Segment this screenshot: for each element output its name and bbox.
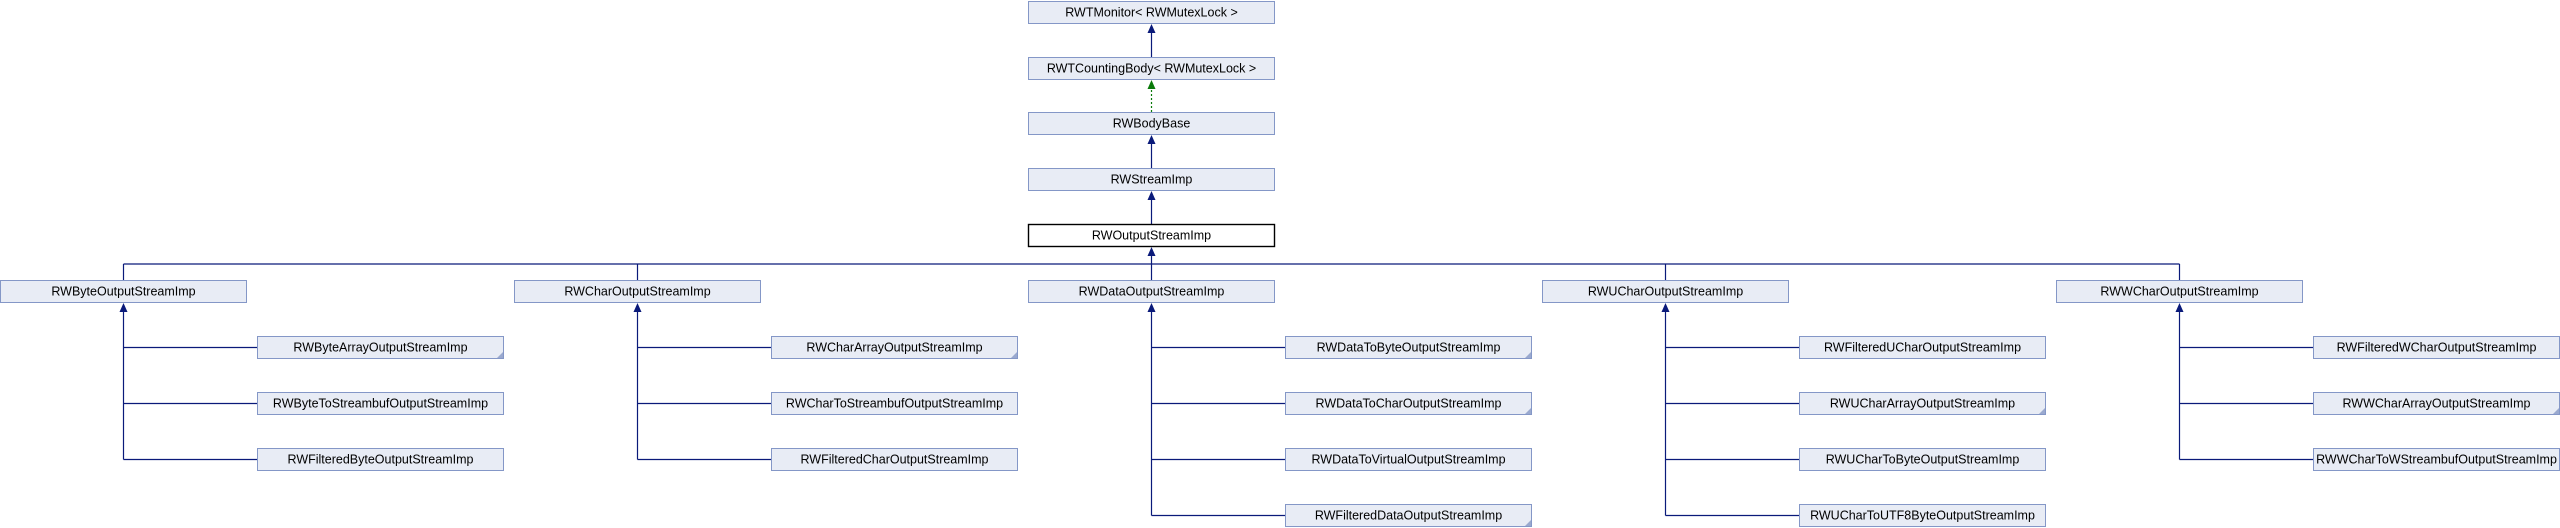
class-box-frame (1028, 57, 1275, 80)
class-box-frame (1028, 112, 1275, 135)
arrowhead-icon (1147, 303, 1156, 312)
truncated-marker-icon (2553, 408, 2559, 414)
truncated-marker-icon (1011, 352, 1017, 358)
class-box-frame (1027, 223, 1276, 248)
class-box-rwfiltereddataoutputstreamimp[interactable]: RWFilteredDataOutputStreamImp (1285, 504, 1532, 527)
class-name-label: RWDataToCharOutputStreamImp (1316, 397, 1502, 411)
class-box-rwwchararrayoutputstreamimp[interactable]: RWWCharArrayOutputStreamImp (2313, 392, 2560, 415)
arrowhead-icon (633, 303, 642, 312)
class-box-rwfilteredbyteoutputstreamimp[interactable]: RWFilteredByteOutputStreamImp (257, 448, 504, 471)
class-box-frame (771, 392, 1018, 415)
class-box-frame (514, 280, 761, 303)
class-box-rwstreamimp[interactable]: RWStreamImp (1028, 168, 1275, 191)
arrowhead-icon (1147, 24, 1156, 33)
class-name-label: RWCharArrayOutputStreamImp (806, 341, 982, 355)
class-box-frame (1542, 280, 1789, 303)
class-name-label: RWBodyBase (1113, 117, 1191, 131)
class-box-rwuchararrayoutputstreamimp[interactable]: RWUCharArrayOutputStreamImp (1799, 392, 2046, 415)
class-name-label: RWByteArrayOutputStreamImp (293, 341, 467, 355)
class-name-label: RWWCharOutputStreamImp (2100, 285, 2258, 299)
class-box-rwcharoutputstreamimp[interactable]: RWCharOutputStreamImp (514, 280, 761, 303)
truncated-marker-icon (1525, 352, 1531, 358)
truncated-marker-icon (1525, 520, 1531, 526)
class-box-rwfiltereducharoutputstreamimp[interactable]: RWFilteredUCharOutputStreamImp (1799, 336, 2046, 359)
class-box-rwucharoutputstreamimp[interactable]: RWUCharOutputStreamImp (1542, 280, 1789, 303)
class-box-rwfilteredcharoutputstreamimp[interactable]: RWFilteredCharOutputStreamImp (771, 448, 1018, 471)
class-name-label: RWFilteredDataOutputStreamImp (1315, 509, 1502, 523)
class-box-rwbytearrayoutputstreamimp[interactable]: RWByteArrayOutputStreamImp (257, 336, 504, 359)
class-box-frame (1285, 504, 1532, 527)
class-name-label: RWTCountingBody< RWMutexLock > (1047, 62, 1256, 76)
class-box-frame (1028, 1, 1275, 24)
class-box-rwchartostreambufoutputstreamimp[interactable]: RWCharToStreambufOutputStreamImp (771, 392, 1018, 415)
truncated-marker-icon (2039, 408, 2045, 414)
class-name-label: RWDataToByteOutputStreamImp (1317, 341, 1501, 355)
class-box-frame (1799, 504, 2046, 527)
class-box-frame (0, 280, 247, 303)
class-box-rwuchartobyteoutputstreamimp[interactable]: RWUCharToByteOutputStreamImp (1799, 448, 2046, 471)
class-box-frame (1285, 336, 1532, 359)
class-box-rwwcharoutputstreamimp[interactable]: RWWCharOutputStreamImp (2056, 280, 2303, 303)
class-name-label: RWDataToVirtualOutputStreamImp (1311, 453, 1505, 467)
class-box-rwtcountingbody-rwmutexlock[interactable]: RWTCountingBody< RWMutexLock > (1028, 57, 1275, 80)
class-name-label: RWUCharToUTF8ByteOutputStreamImp (1810, 509, 2035, 523)
class-box-rwtmonitor-rwmutexlock[interactable]: RWTMonitor< RWMutexLock > (1028, 1, 1275, 24)
class-name-label: RWFilteredWCharOutputStreamImp (2337, 341, 2537, 355)
class-box-rwbytetostreambufoutputstreamimp[interactable]: RWByteToStreambufOutputStreamImp (257, 392, 504, 415)
class-box-rwdatatobyteoutputstreamimp[interactable]: RWDataToByteOutputStreamImp (1285, 336, 1532, 359)
class-box-rwfilteredwcharoutputstreamimp[interactable]: RWFilteredWCharOutputStreamImp (2313, 336, 2560, 359)
arrowhead-icon (1147, 80, 1156, 89)
class-box-frame (1799, 448, 2046, 471)
class-name-label: RWWCharToWStreambufOutputStreamImp (2316, 453, 2557, 467)
class-name-label: RWFilteredUCharOutputStreamImp (1824, 341, 2021, 355)
class-box-frame (257, 392, 504, 415)
class-name-label: RWFilteredByteOutputStreamImp (288, 453, 474, 467)
class-box-frame (1799, 392, 2046, 415)
class-box-rwbyteoutputstreamimp[interactable]: RWByteOutputStreamImp (0, 280, 247, 303)
class-name-label: RWStreamImp (1111, 173, 1193, 187)
class-box-frame (2056, 280, 2303, 303)
arrowhead-icon (1661, 303, 1670, 312)
inheritance-edges (119, 24, 2313, 517)
arrowhead-icon (1147, 247, 1156, 256)
class-box-rwchararrayoutputstreamimp[interactable]: RWCharArrayOutputStreamImp (771, 336, 1018, 359)
class-box-frame (1285, 392, 1532, 415)
class-box-frame (257, 336, 504, 359)
class-box-frame (257, 448, 504, 471)
class-box-rwoutputstreamimp[interactable]: RWOutputStreamImp (1027, 223, 1276, 248)
class-box-rwdatatovirtualoutputstreamimp[interactable]: RWDataToVirtualOutputStreamImp (1285, 448, 1532, 471)
class-box-frame (1799, 336, 2046, 359)
class-box-frame (771, 336, 1018, 359)
class-box-rwuchartoutf8byteoutputstreamimp[interactable]: RWUCharToUTF8ByteOutputStreamImp (1799, 504, 2046, 527)
truncated-marker-icon (497, 352, 503, 358)
class-box-rwdatatocharoutputstreamimp[interactable]: RWDataToCharOutputStreamImp (1285, 392, 1532, 415)
arrowhead-icon (2175, 303, 2184, 312)
class-name-label: RWTMonitor< RWMutexLock > (1065, 6, 1238, 20)
class-name-label: RWCharToStreambufOutputStreamImp (786, 397, 1003, 411)
class-name-label: RWByteToStreambufOutputStreamImp (273, 397, 488, 411)
class-name-label: RWByteOutputStreamImp (51, 285, 195, 299)
class-name-label: RWUCharArrayOutputStreamImp (1830, 397, 2015, 411)
class-name-label: RWWCharArrayOutputStreamImp (2342, 397, 2530, 411)
class-box-frame (1028, 280, 1275, 303)
truncated-marker-icon (1525, 408, 1531, 414)
arrowhead-icon (119, 303, 128, 312)
class-box-rwdataoutputstreamimp[interactable]: RWDataOutputStreamImp (1028, 280, 1275, 303)
class-name-label: RWUCharOutputStreamImp (1588, 285, 1743, 299)
class-name-label: RWCharOutputStreamImp (564, 285, 710, 299)
class-name-label: RWDataOutputStreamImp (1079, 285, 1225, 299)
class-box-rwbodybase[interactable]: RWBodyBase (1028, 112, 1275, 135)
class-name-label: RWOutputStreamImp (1092, 229, 1211, 243)
class-name-label: RWFilteredCharOutputStreamImp (800, 453, 988, 467)
class-name-label: RWUCharToByteOutputStreamImp (1826, 453, 2020, 467)
arrowhead-icon (1147, 191, 1156, 200)
class-box-frame (1028, 168, 1275, 191)
class-box-rwwchartowstreambufoutputstreamimp[interactable]: RWWCharToWStreambufOutputStreamImp (2313, 448, 2560, 471)
arrowhead-icon (1147, 135, 1156, 144)
class-box-frame (1285, 448, 1532, 471)
class-box-frame (771, 448, 1018, 471)
